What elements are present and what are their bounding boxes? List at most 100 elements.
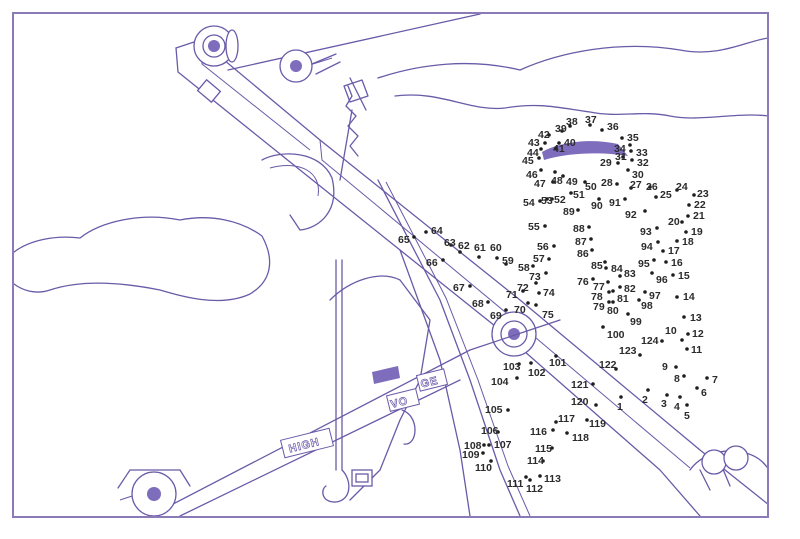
dot-label-3: 3 — [661, 398, 667, 410]
dot-label-93: 93 — [640, 226, 652, 238]
dot-9 — [674, 365, 678, 369]
dot-91 — [623, 197, 627, 201]
dot-46 — [539, 168, 543, 172]
dot-74 — [537, 291, 541, 295]
dot-label-99: 99 — [630, 316, 642, 328]
dot-8 — [682, 374, 686, 378]
dot-label-109: 109 — [462, 449, 480, 461]
dot-label-13: 13 — [690, 312, 702, 324]
dot-29 — [616, 161, 620, 165]
dot-label-98: 98 — [641, 300, 653, 312]
dot-54 — [538, 199, 542, 203]
right-insulator-ring-2 — [723, 445, 749, 471]
dot-123 — [638, 353, 642, 357]
dot-label-121: 121 — [571, 379, 589, 391]
dot-27 — [629, 186, 633, 190]
dot-26 — [648, 185, 652, 189]
dot-label-69: 69 — [490, 310, 502, 322]
clamp-bolt — [311, 53, 341, 75]
dot-label-116: 116 — [530, 426, 547, 438]
dot-label-113: 113 — [544, 473, 561, 485]
dot-label-47: 47 — [534, 178, 546, 190]
dot-label-115: 115 — [535, 443, 552, 455]
dot-115 — [550, 446, 554, 450]
dot-label-88: 88 — [573, 223, 585, 235]
dot-68 — [486, 300, 490, 304]
dot-83 — [618, 274, 622, 278]
dot-93 — [655, 226, 659, 230]
dot-5 — [685, 403, 689, 407]
dot-20 — [680, 220, 684, 224]
dot-label-75: 75 — [542, 309, 554, 321]
dot-18 — [675, 239, 679, 243]
dot-1 — [619, 395, 623, 399]
dot-82 — [618, 285, 622, 289]
dot-label-91: 91 — [609, 197, 621, 209]
dot-19 — [684, 230, 688, 234]
dot-label-87: 87 — [575, 236, 587, 248]
dot-label-17: 17 — [668, 245, 680, 257]
dot-21 — [686, 214, 690, 218]
dot-label-27: 27 — [630, 179, 642, 191]
dot-label-1: 1 — [617, 401, 623, 413]
rope-long — [377, 179, 521, 516]
dot-label-7: 7 — [712, 374, 718, 386]
dot-62 — [458, 250, 462, 254]
dot-22 — [687, 203, 691, 207]
dot-45 — [537, 156, 541, 160]
dot-label-117: 117 — [558, 413, 575, 425]
dot-103 — [517, 362, 521, 366]
dot-label-77: 77 — [593, 281, 605, 293]
dot-60 — [495, 256, 499, 260]
dot-23 — [692, 193, 696, 197]
power-wire — [227, 14, 481, 71]
cloud-upper — [377, 37, 767, 79]
dot-33 — [629, 149, 633, 153]
dot-label-24: 24 — [676, 181, 688, 193]
dot-label-51: 51 — [573, 189, 585, 201]
dot-label-50: 50 — [585, 181, 597, 193]
dot-47 — [551, 180, 555, 184]
dot-label-56: 56 — [537, 241, 549, 253]
dot-7 — [705, 376, 709, 380]
dot-13 — [682, 315, 686, 319]
bottom-base — [117, 469, 191, 489]
dot-114 — [541, 459, 545, 463]
dot-label-11: 11 — [691, 344, 702, 356]
dot-121 — [591, 382, 595, 386]
dot-label-65: 65 — [398, 234, 410, 246]
dot-label-83: 83 — [624, 268, 636, 280]
dot-87 — [589, 237, 593, 241]
dot-14 — [675, 295, 679, 299]
dot-label-63: 63 — [444, 237, 456, 249]
dot-label-59: 59 — [502, 255, 514, 267]
dot-label-15: 15 — [678, 270, 690, 282]
dot-label-38: 38 — [566, 116, 578, 128]
dot-label-8: 8 — [674, 373, 680, 385]
dot-label-95: 95 — [638, 258, 650, 270]
dot-100 — [601, 325, 605, 329]
dot-label-101: 101 — [549, 357, 567, 369]
dot-label-52: 52 — [554, 194, 566, 206]
dot-116 — [551, 428, 555, 432]
dot-label-122: 122 — [599, 359, 617, 371]
right-insulator-ring-1 — [701, 449, 727, 475]
dot-label-49: 49 — [566, 176, 578, 188]
dot-32 — [630, 158, 634, 162]
dot-64 — [424, 230, 428, 234]
dot-96 — [650, 271, 654, 275]
dot-label-34: 34 — [614, 143, 626, 155]
helmet-brim — [542, 141, 628, 160]
dot-label-90: 90 — [591, 200, 603, 212]
dot-label-106: 106 — [481, 425, 499, 437]
dot-42 — [547, 133, 551, 137]
dot-36 — [600, 128, 604, 132]
dot-58 — [531, 264, 535, 268]
dot-label-123: 123 — [619, 345, 637, 357]
dot-106 — [496, 430, 500, 434]
dot-104 — [515, 376, 519, 380]
dot-label-107: 107 — [494, 439, 512, 451]
crossarm-face — [319, 139, 691, 469]
dot-label-112: 112 — [526, 483, 543, 495]
